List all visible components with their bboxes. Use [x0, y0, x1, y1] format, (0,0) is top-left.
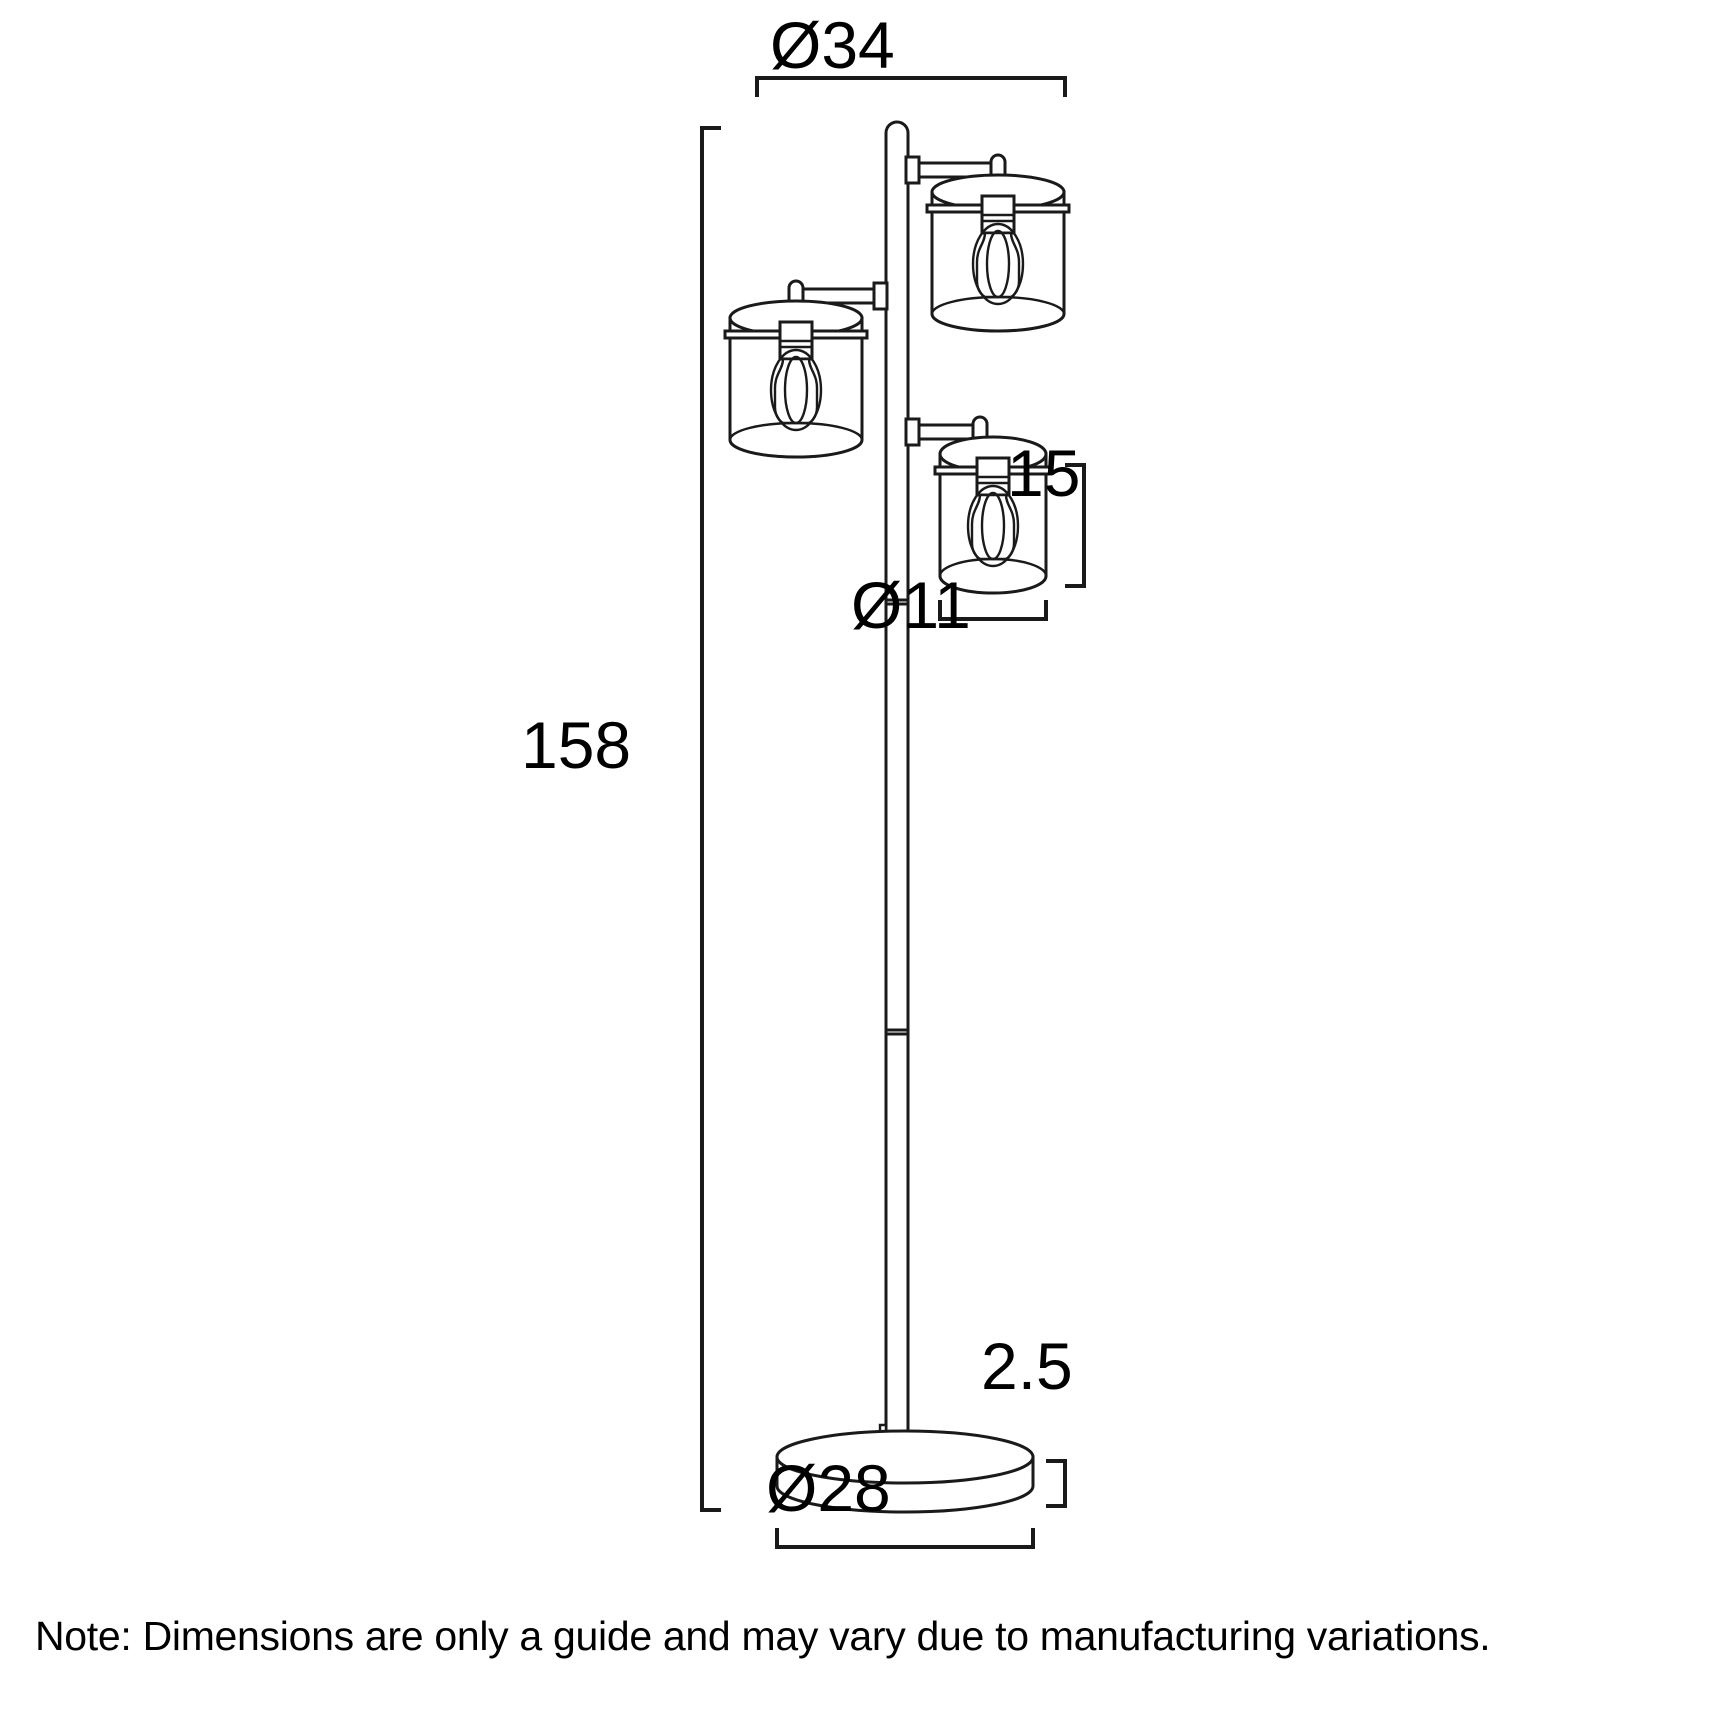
shade-upper-right [925, 173, 1071, 333]
shade-middle-left [723, 299, 869, 459]
shade-lower-right [933, 435, 1053, 595]
dimension-label-overall-height: 158 [521, 708, 632, 782]
manufacturing-note: Note: Dimensions are only a guide and ma… [35, 1613, 1491, 1659]
vertical-pole [878, 120, 916, 1461]
dimension-bracket-overall-width [755, 76, 1067, 97]
dimension-bracket-base-diameter [775, 1528, 1035, 1549]
dimension-bracket-base-thickness [1046, 1459, 1067, 1508]
dimension-label-base-thickness: 2.5 [981, 1329, 1073, 1403]
dimension-label-shade-diameter: Ø11 [851, 568, 971, 642]
dimension-bracket-shade-diameter [938, 600, 1048, 621]
dimension-label-base-diameter: Ø28 [766, 1451, 891, 1525]
round-base [775, 1429, 1035, 1514]
dimension-label-overall-width: Ø34 [770, 8, 895, 82]
dimension-bracket-overall-height [700, 126, 721, 1512]
dimension-bracket-shade-height [1065, 463, 1086, 588]
dimension-label-shade-height: 15 [1007, 436, 1081, 510]
